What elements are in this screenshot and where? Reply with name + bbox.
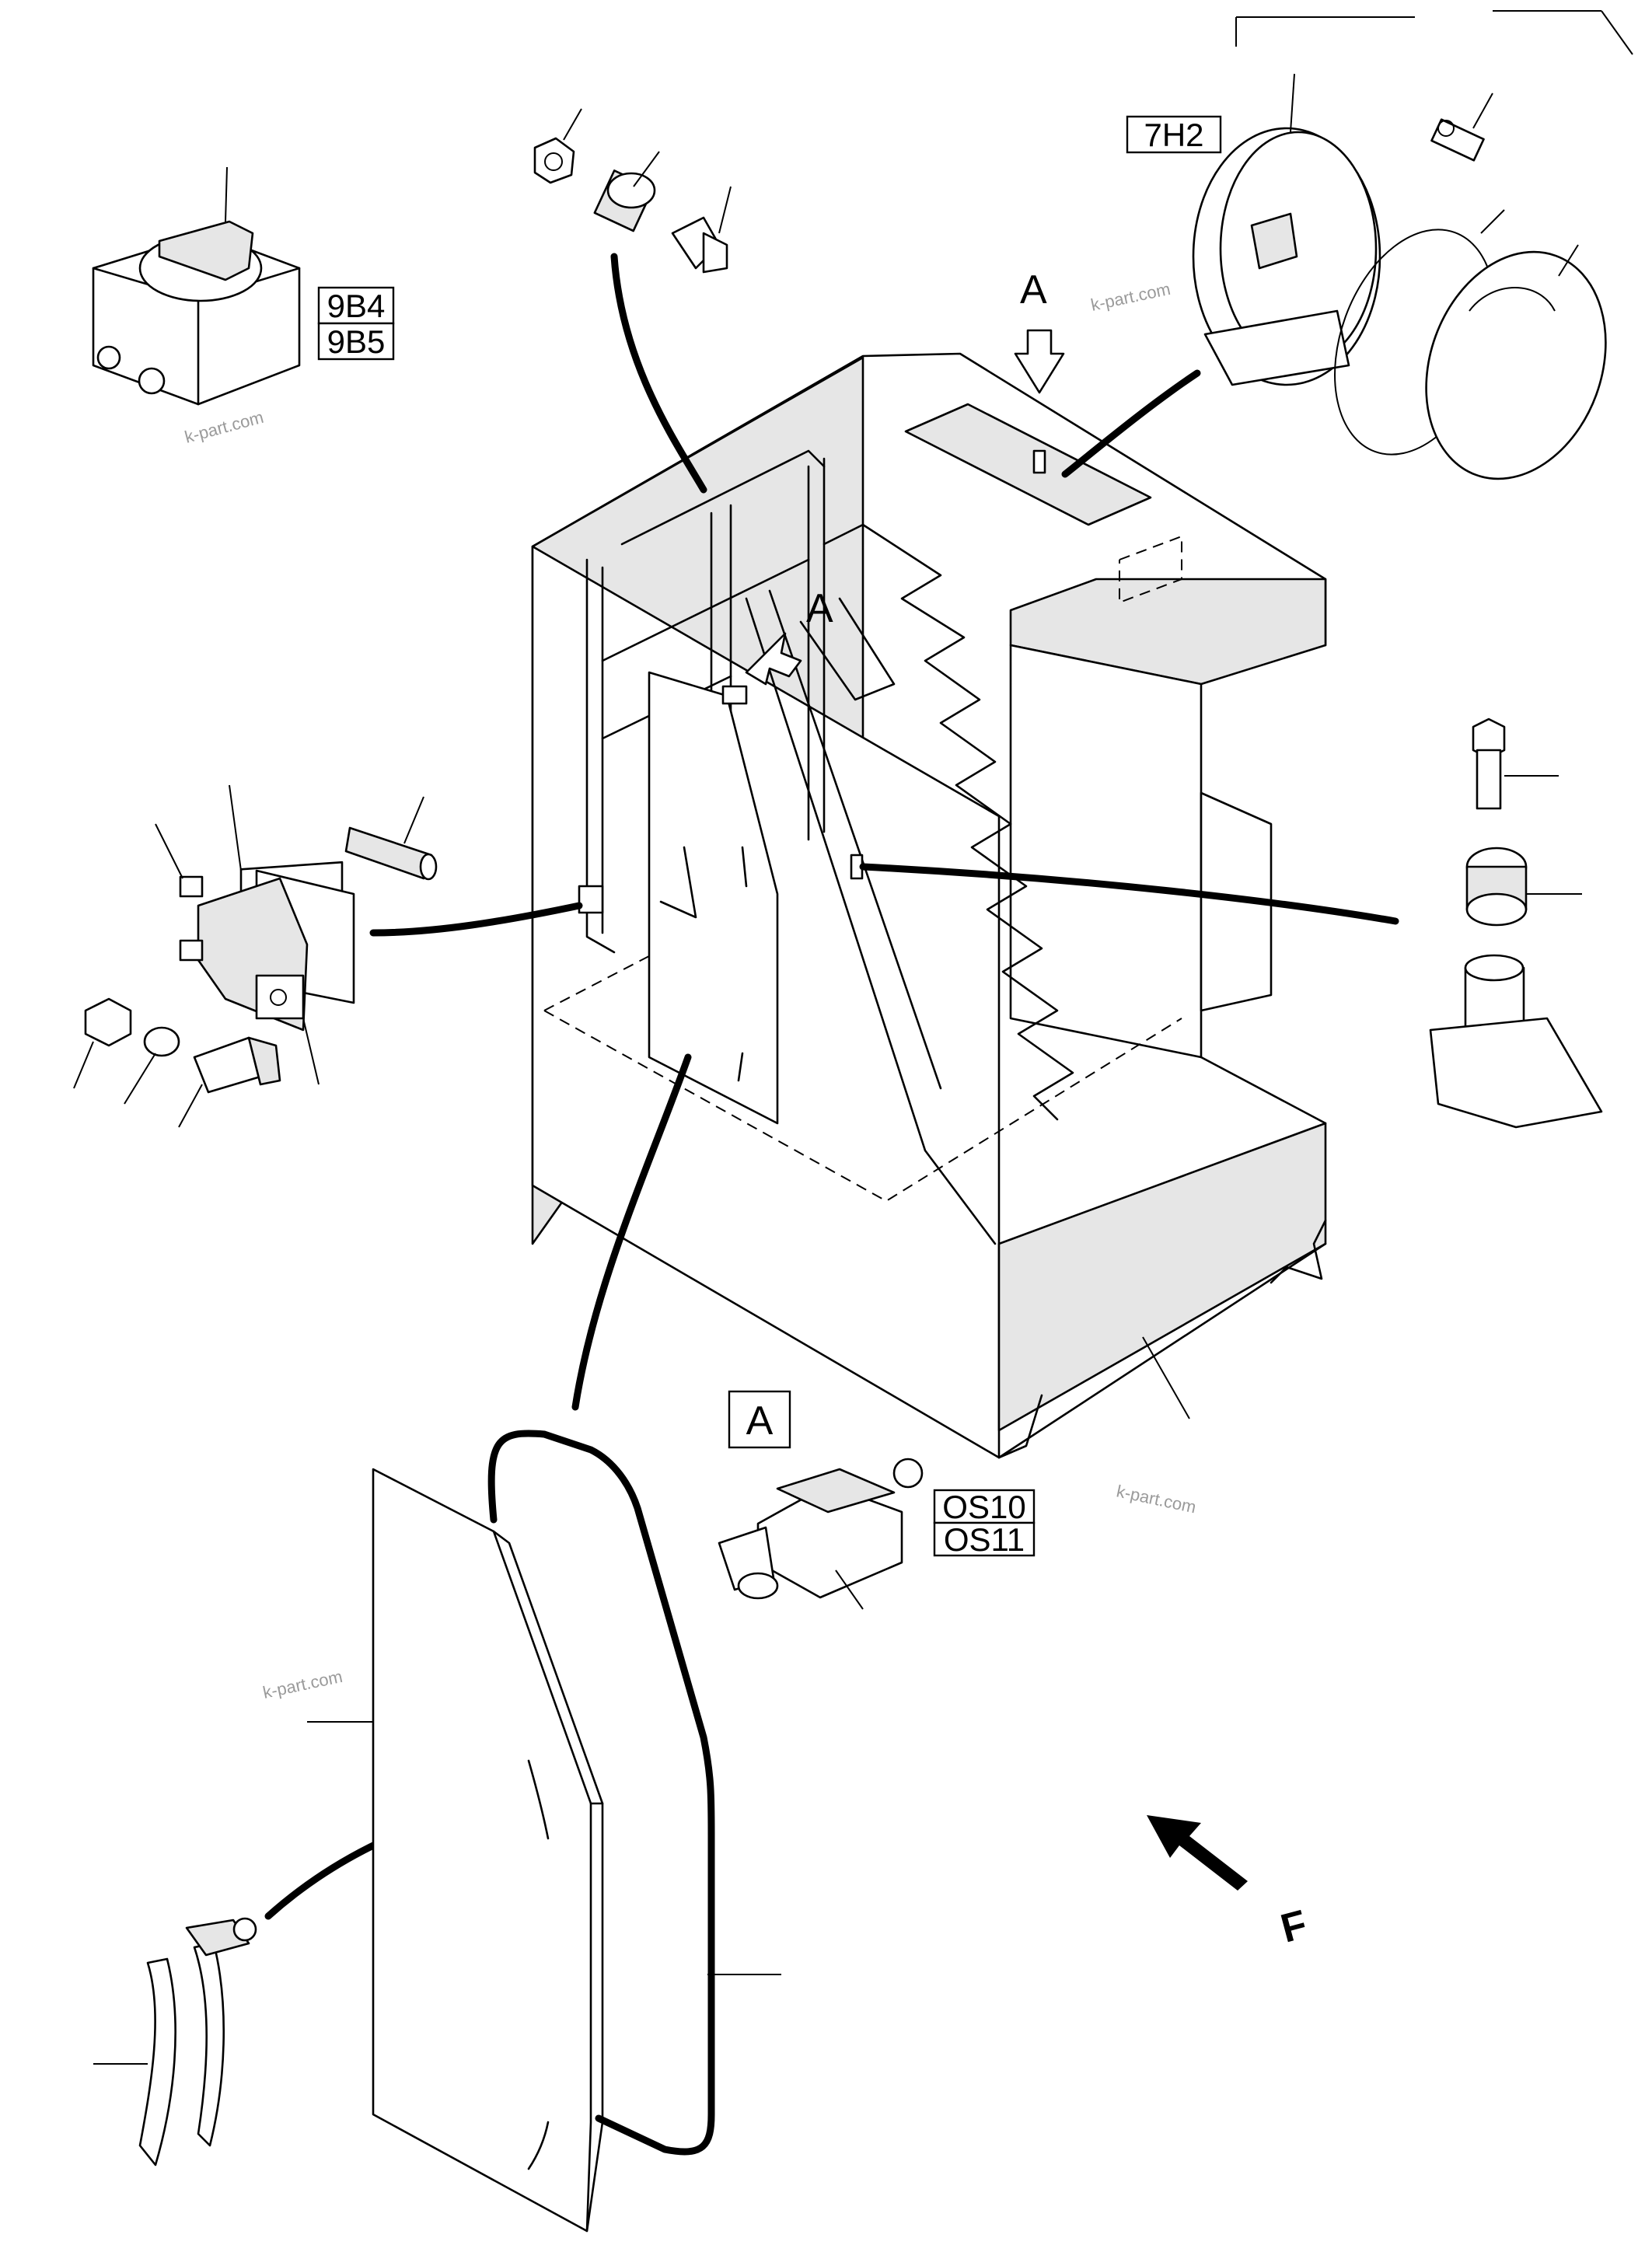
beacon-lamp-assembly: 7H2 [1126, 10, 1633, 480]
limit-code-os10: OS10 [942, 1489, 1025, 1525]
limit-code-os11: OS11 [944, 1521, 1025, 1558]
view-arrow-top: A [1014, 267, 1065, 394]
watermark-3: k-part.com [1115, 1481, 1198, 1517]
rotary-switch-box: 9B4 9B5 [92, 166, 395, 406]
right-mount-assembly [1429, 718, 1603, 1129]
limit-switch-detail: A OS10 OS11 [718, 1390, 1036, 1610]
beacon-code: 7H2 [1144, 117, 1203, 153]
switch-code-9b4: 9B4 [327, 288, 386, 324]
view-arrow-side: A [745, 586, 833, 686]
part-leader-lines [1142, 1336, 1190, 1419]
watermark-4: k-part.com [261, 1667, 344, 1702]
cabin-body [531, 352, 1327, 1459]
detail-letter: A [746, 1398, 774, 1444]
watermark-1: k-part.com [183, 407, 266, 447]
watermark-2: k-part.com [1089, 279, 1172, 315]
mount-fasteners-top [533, 108, 732, 274]
switch-code-9b5: 9B5 [327, 323, 386, 360]
view-arrow-side-letter: A [806, 586, 833, 631]
door-panel [307, 1430, 781, 2233]
door-handle [93, 1917, 257, 2166]
relay-bracket-assembly [73, 784, 438, 1128]
front-direction-letter: F [1277, 1902, 1312, 1952]
front-direction-arrow: F [1147, 1815, 1311, 1952]
view-arrow-top-letter: A [1020, 267, 1047, 312]
